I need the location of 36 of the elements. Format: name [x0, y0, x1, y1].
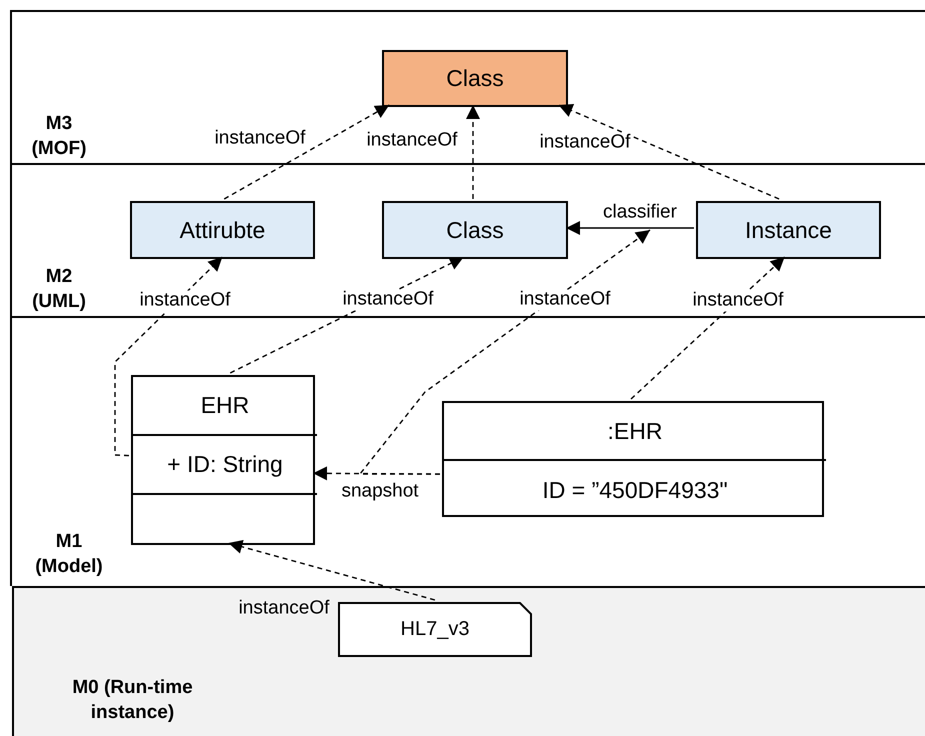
arrow — [558, 104, 780, 200]
class-box — [382, 201, 568, 259]
layer-label: M2 (UML) — [31, 265, 87, 314]
layer-band — [10, 163, 925, 316]
edge-label: instanceOf — [692, 290, 784, 312]
arrow — [566, 221, 694, 235]
node-text: Class — [446, 65, 504, 92]
node-text: HL7_v3 — [400, 618, 470, 641]
arrow — [630, 256, 786, 400]
arrow — [224, 104, 390, 200]
uml-box — [131, 375, 315, 545]
arrow — [114, 256, 223, 456]
class-box — [130, 201, 315, 259]
uml-box — [442, 401, 824, 517]
node-text: Attirubte — [180, 216, 266, 244]
layer-label: M3 (MOF) — [30, 112, 88, 161]
layer-band — [12, 586, 925, 736]
layer-band — [10, 10, 925, 163]
note-box — [338, 602, 532, 657]
layer-band — [10, 316, 925, 586]
arrow — [466, 105, 480, 199]
edge-label: instanceOf — [342, 290, 434, 310]
edge-label: instanceOf — [138, 290, 232, 312]
layer-label: M0 (Run-time instance) — [71, 676, 194, 725]
node-text: EHR — [200, 392, 250, 419]
arrow — [358, 229, 650, 475]
node-text: Class — [446, 216, 504, 244]
layer-label: M1 (Model) — [34, 530, 104, 579]
edge-label: snapshot — [340, 482, 420, 502]
class-box — [382, 50, 568, 107]
node-text: Instance — [745, 216, 832, 244]
node-text: :EHR — [608, 418, 662, 444]
edge-label: instanceOf — [518, 290, 612, 310]
node-text: + ID: String — [167, 451, 283, 478]
class-box — [696, 201, 881, 259]
node-text: ID = ”450DF4933" — [542, 476, 728, 504]
